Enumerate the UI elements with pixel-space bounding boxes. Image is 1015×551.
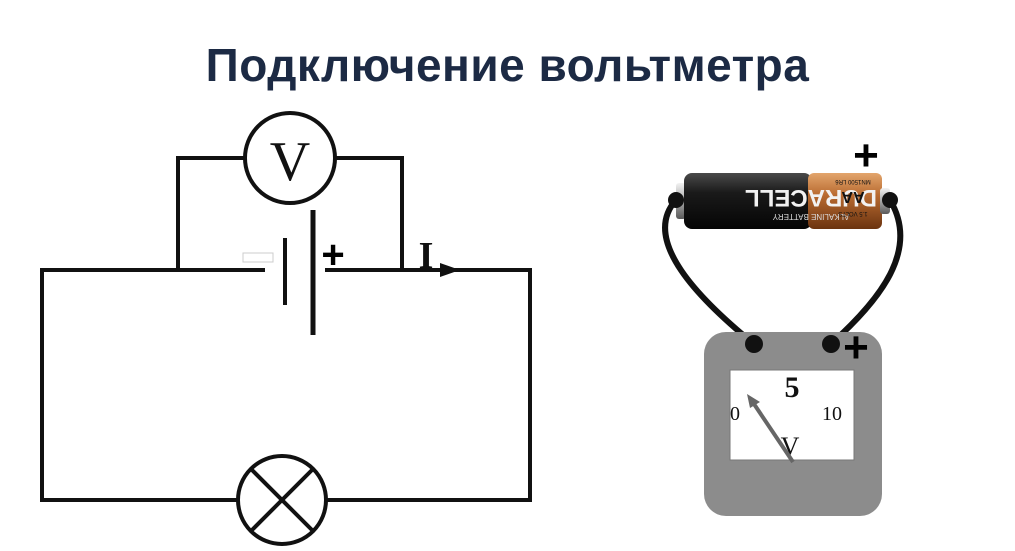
circuit-schematic [40, 156, 532, 502]
current-arrow-icon [440, 263, 460, 277]
wire-negative [662, 197, 756, 347]
battery-negative-terminal [668, 192, 684, 208]
cell-plus-sign: + [321, 233, 344, 277]
voltmeter-symbol [243, 111, 337, 205]
battery-small-text: MN1500 LR6 [835, 178, 871, 184]
battery-voltage: 1.5 VOLTS [838, 210, 867, 216]
lamp-symbol [236, 454, 328, 546]
voltmeter-branch-left [176, 156, 245, 270]
battery-brand: DURACELL [745, 184, 877, 211]
wire-left [40, 268, 284, 502]
meter-positive-terminal [822, 335, 840, 353]
voltmeter-device: 0 10 5 V [704, 332, 882, 516]
meter-dial [729, 369, 855, 461]
battery-subtitle: ALKALINE BATTERY [772, 212, 849, 221]
meter-scale-max: 10 [822, 403, 842, 425]
cell-symbol [242, 210, 325, 335]
wire-positive [828, 198, 904, 347]
meter-needle [752, 402, 795, 464]
voltmeter-branch-right [335, 156, 404, 270]
slide-title: Подключение вольтметра [205, 39, 810, 91]
meter-needle-tip [747, 394, 760, 408]
meter-negative-terminal [745, 335, 763, 353]
meter-reading: 5 [785, 371, 800, 404]
voltmeter-letter: V [270, 131, 310, 193]
battery-size: AA [841, 188, 865, 205]
battery-plus-sign: + [853, 131, 879, 180]
meter-plus-sign: + [843, 323, 869, 372]
aa-battery: DURACELL ALKALINE BATTERY AA MN1500 LR6 … [676, 173, 890, 229]
meter-scale-min: 0 [730, 403, 740, 425]
battery-positive-terminal [882, 192, 898, 208]
wire-right [316, 268, 532, 502]
current-label: I [419, 235, 434, 277]
